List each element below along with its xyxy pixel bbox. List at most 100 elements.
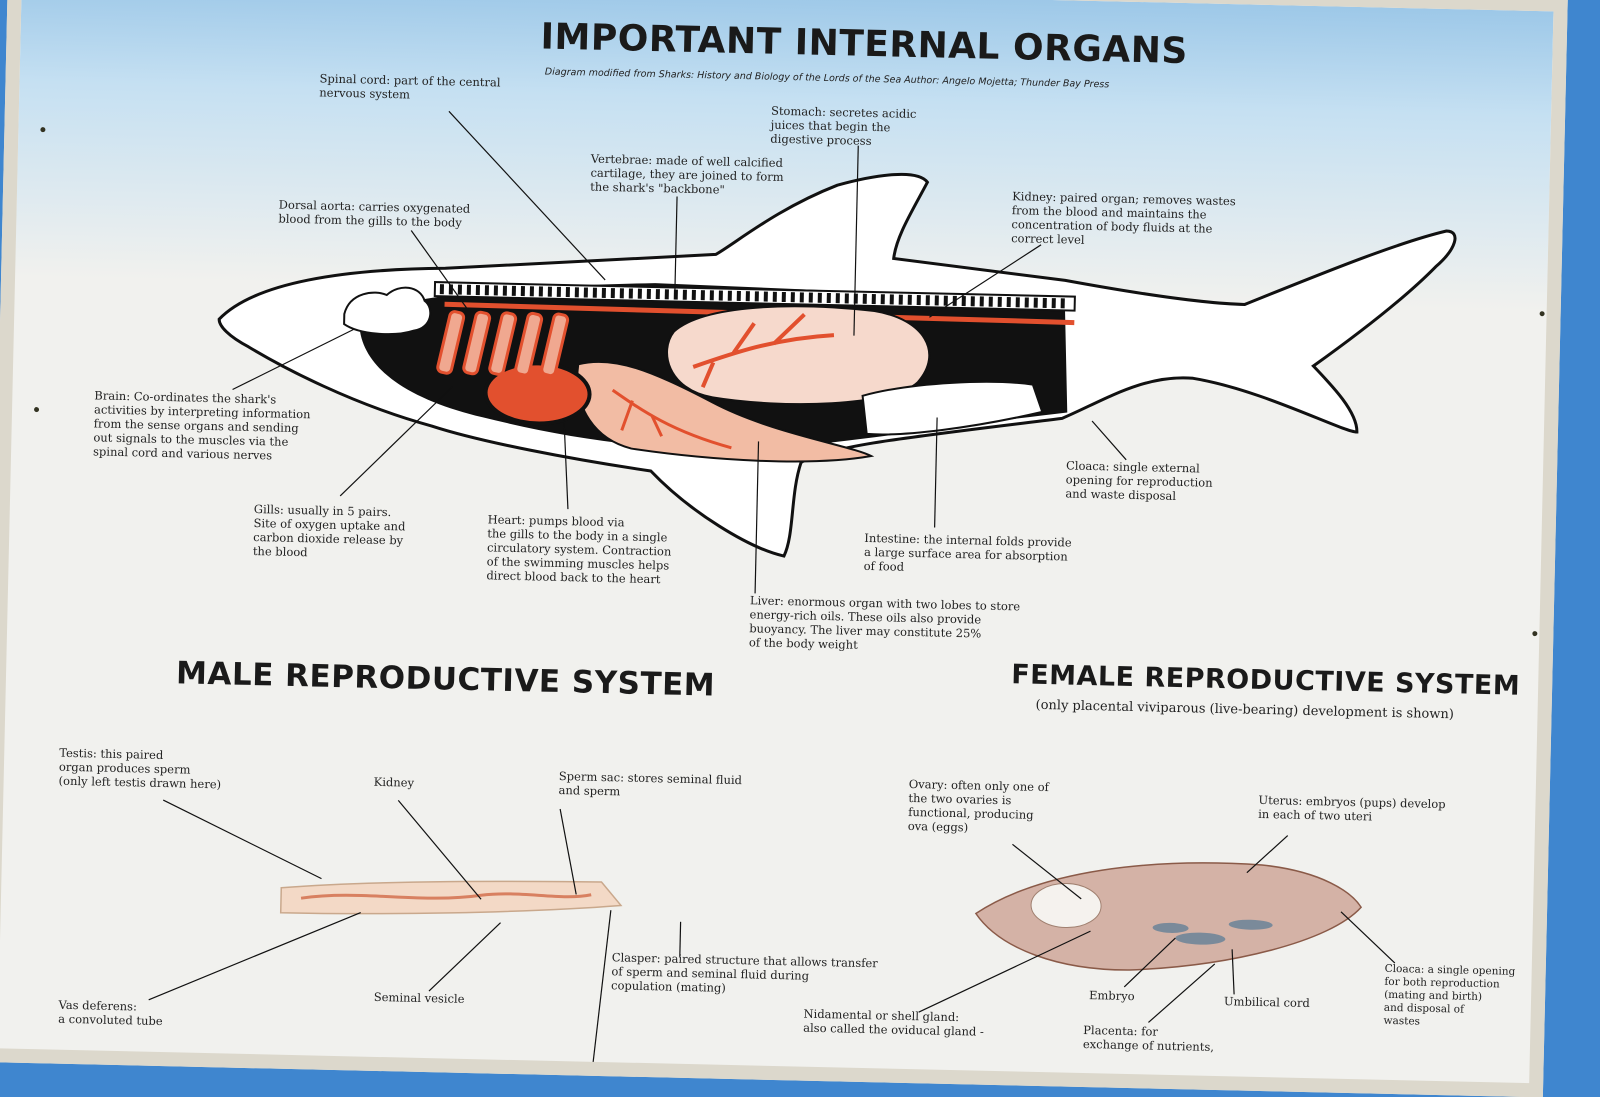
vertebra [466, 284, 472, 295]
label-liver: Liver: enormous organ with two lobes to … [749, 593, 1020, 655]
label-line: Umbilical cord [1223, 994, 1310, 1011]
vertebra [808, 292, 813, 303]
liver-vessels [611, 388, 732, 450]
label-seminal-vesicle: Seminal vesicle [374, 990, 465, 1006]
board-pin [1532, 631, 1538, 637]
stomach-organ [666, 305, 931, 406]
vertebra [961, 296, 966, 307]
stomach-vessels [692, 313, 835, 388]
vertebra [943, 295, 948, 306]
vertebra [763, 291, 768, 302]
vertebra [475, 285, 480, 296]
vertebra [673, 289, 678, 300]
vertebra [655, 289, 660, 300]
label-vas-deferens: Vas deferens:a convoluted tube [58, 998, 163, 1028]
vertebra [862, 293, 867, 304]
label-embryo: Embryo [1089, 988, 1135, 1003]
label-line: Kidney [373, 774, 415, 790]
vertebra [646, 288, 651, 299]
label-line: a convoluted tube [58, 1011, 163, 1029]
liver-organ [576, 360, 875, 463]
vertebra [574, 287, 579, 298]
male-reproductive-drawing [148, 799, 682, 1070]
vertebra [682, 289, 687, 300]
vertebra [889, 294, 894, 305]
gill-arch [514, 311, 544, 377]
vertebra [1015, 297, 1020, 308]
board-pin [1539, 311, 1545, 317]
gill-arch [462, 310, 492, 376]
vertebra [781, 291, 786, 303]
vertebra [826, 292, 831, 304]
vertebra [493, 285, 498, 296]
vertebra [835, 293, 840, 304]
vertebra [727, 290, 732, 301]
vertebra [754, 291, 759, 302]
intestine-organ [861, 380, 1044, 436]
vertebra [907, 294, 912, 305]
label-line: exchange of nutrients, [1082, 1036, 1215, 1054]
vertebra [1060, 298, 1065, 309]
vertebra [484, 285, 489, 296]
vertebra [592, 287, 597, 298]
vertebra [502, 285, 507, 296]
label-male-kidney: Kidney [374, 775, 415, 790]
vertebra [790, 292, 795, 303]
vertebra [970, 296, 975, 307]
vertebra [511, 285, 516, 296]
female-reproductive-drawing [918, 835, 1396, 1023]
heart-organ [483, 361, 592, 426]
vertebra [538, 286, 543, 297]
vertebra [772, 291, 777, 302]
vertebra [520, 286, 525, 297]
gill-arch [540, 312, 570, 378]
vertebra [565, 287, 570, 298]
label-gills: Gills: usually in 5 pairs.Site of oxygen… [253, 502, 406, 561]
vertebra [844, 293, 849, 304]
vertebra [916, 295, 921, 306]
leader-lines [232, 110, 1127, 594]
vertebra [934, 295, 939, 306]
vertebra [880, 294, 885, 305]
vertebra [439, 284, 445, 295]
vertebra [619, 288, 624, 299]
vertebra [718, 290, 723, 301]
board-pin [34, 407, 40, 413]
vertebra [556, 286, 561, 297]
vertebra [583, 287, 588, 298]
label-nidamental-gland: Nidamental or shell gland:also called th… [803, 1007, 984, 1039]
vertebra [979, 296, 984, 307]
gill-arches [436, 310, 570, 378]
label-umbilical-cord: Umbilical cord [1224, 994, 1310, 1010]
gill-arch [436, 310, 466, 375]
vertebra [1006, 297, 1011, 308]
vertebra [637, 288, 642, 299]
vertebra [1051, 298, 1056, 309]
vertebra [691, 289, 696, 300]
vertebra [700, 290, 705, 301]
vertebra [664, 289, 669, 300]
vertebra [988, 296, 993, 307]
vertebra [817, 292, 822, 303]
brain-shape [343, 286, 432, 336]
vertebra [610, 288, 615, 299]
vertebra [898, 294, 903, 305]
vertebra [1033, 297, 1038, 308]
vertebra [628, 288, 633, 299]
